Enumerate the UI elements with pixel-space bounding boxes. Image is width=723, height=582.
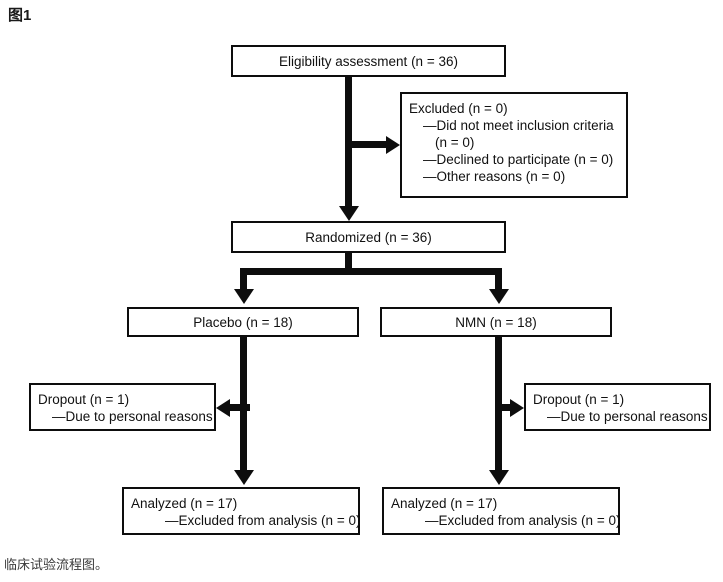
arrowhead-down-analyzed-left [233, 470, 254, 485]
arrowhead-right-dropout [510, 398, 524, 417]
figure-caption: 临床试验流程图。 [4, 557, 109, 572]
arrowhead-left-dropout [216, 398, 230, 417]
analyzed-left-line-2: —Excluded from analysis (n = 0) [165, 513, 361, 528]
connector-randomized-split-bar [240, 268, 502, 275]
analyzed-left-line-1: Analyzed (n = 17) [131, 496, 238, 511]
dropout-right-line-2: —Due to personal reasons [547, 409, 708, 424]
arrowhead-down-placebo [233, 289, 254, 304]
connector-right-arm-to-dropout [495, 404, 512, 411]
arrowhead-down-nmn [488, 289, 509, 304]
analyzed-right-line-2: —Excluded from analysis (n = 0) [425, 513, 621, 528]
excluded-line-5: —Other reasons (n = 0) [423, 169, 566, 184]
node-analyzed-placebo: Analyzed (n = 17) —Excluded from analysi… [122, 487, 360, 535]
connector-split-right-drop [495, 268, 502, 290]
figure-title: 图1 [8, 7, 32, 24]
connector-randomized-stem [345, 253, 352, 275]
arrowhead-down-randomized [338, 206, 359, 221]
dropout-left-line-2: —Due to personal reasons [52, 409, 213, 424]
excluded-line-4: —Declined to participate (n = 0) [423, 152, 614, 167]
connector-split-left-drop [240, 268, 247, 290]
node-placebo: Placebo (n = 18) [127, 307, 359, 337]
excluded-line-2: —Did not meet inclusion criteria [423, 118, 614, 133]
consort-flow-diagram: Eligibility assessment (n = 36) Excluded… [29, 45, 711, 535]
node-placebo-label: Placebo (n = 18) [193, 314, 293, 330]
dropout-left-line-1: Dropout (n = 1) [38, 392, 130, 407]
node-eligibility-assessment: Eligibility assessment (n = 36) [231, 45, 506, 77]
connector-left-arm-to-dropout [230, 404, 250, 411]
node-eligibility-label: Eligibility assessment (n = 36) [279, 53, 458, 69]
excluded-line-1: Excluded (n = 0) [409, 101, 508, 116]
arrowhead-down-analyzed-right [488, 470, 509, 485]
node-analyzed-nmn: Analyzed (n = 17) —Excluded from analysi… [382, 487, 620, 535]
connector-trunk-to-excluded [348, 141, 386, 148]
analyzed-right-line-1: Analyzed (n = 17) [391, 496, 498, 511]
node-nmn-label: NMN (n = 18) [455, 314, 537, 330]
node-dropout-nmn: Dropout (n = 1) —Due to personal reasons [524, 383, 711, 431]
dropout-right-line-1: Dropout (n = 1) [533, 392, 625, 407]
node-randomized: Randomized (n = 36) [231, 221, 506, 253]
node-randomized-label: Randomized (n = 36) [305, 229, 432, 245]
node-dropout-placebo: Dropout (n = 1) —Due to personal reasons [29, 383, 216, 431]
excluded-line-3: (n = 0) [435, 135, 475, 150]
node-nmn: NMN (n = 18) [380, 307, 612, 337]
node-excluded: Excluded (n = 0) —Did not meet inclusion… [400, 92, 628, 198]
arrowhead-right-excluded [386, 135, 400, 154]
